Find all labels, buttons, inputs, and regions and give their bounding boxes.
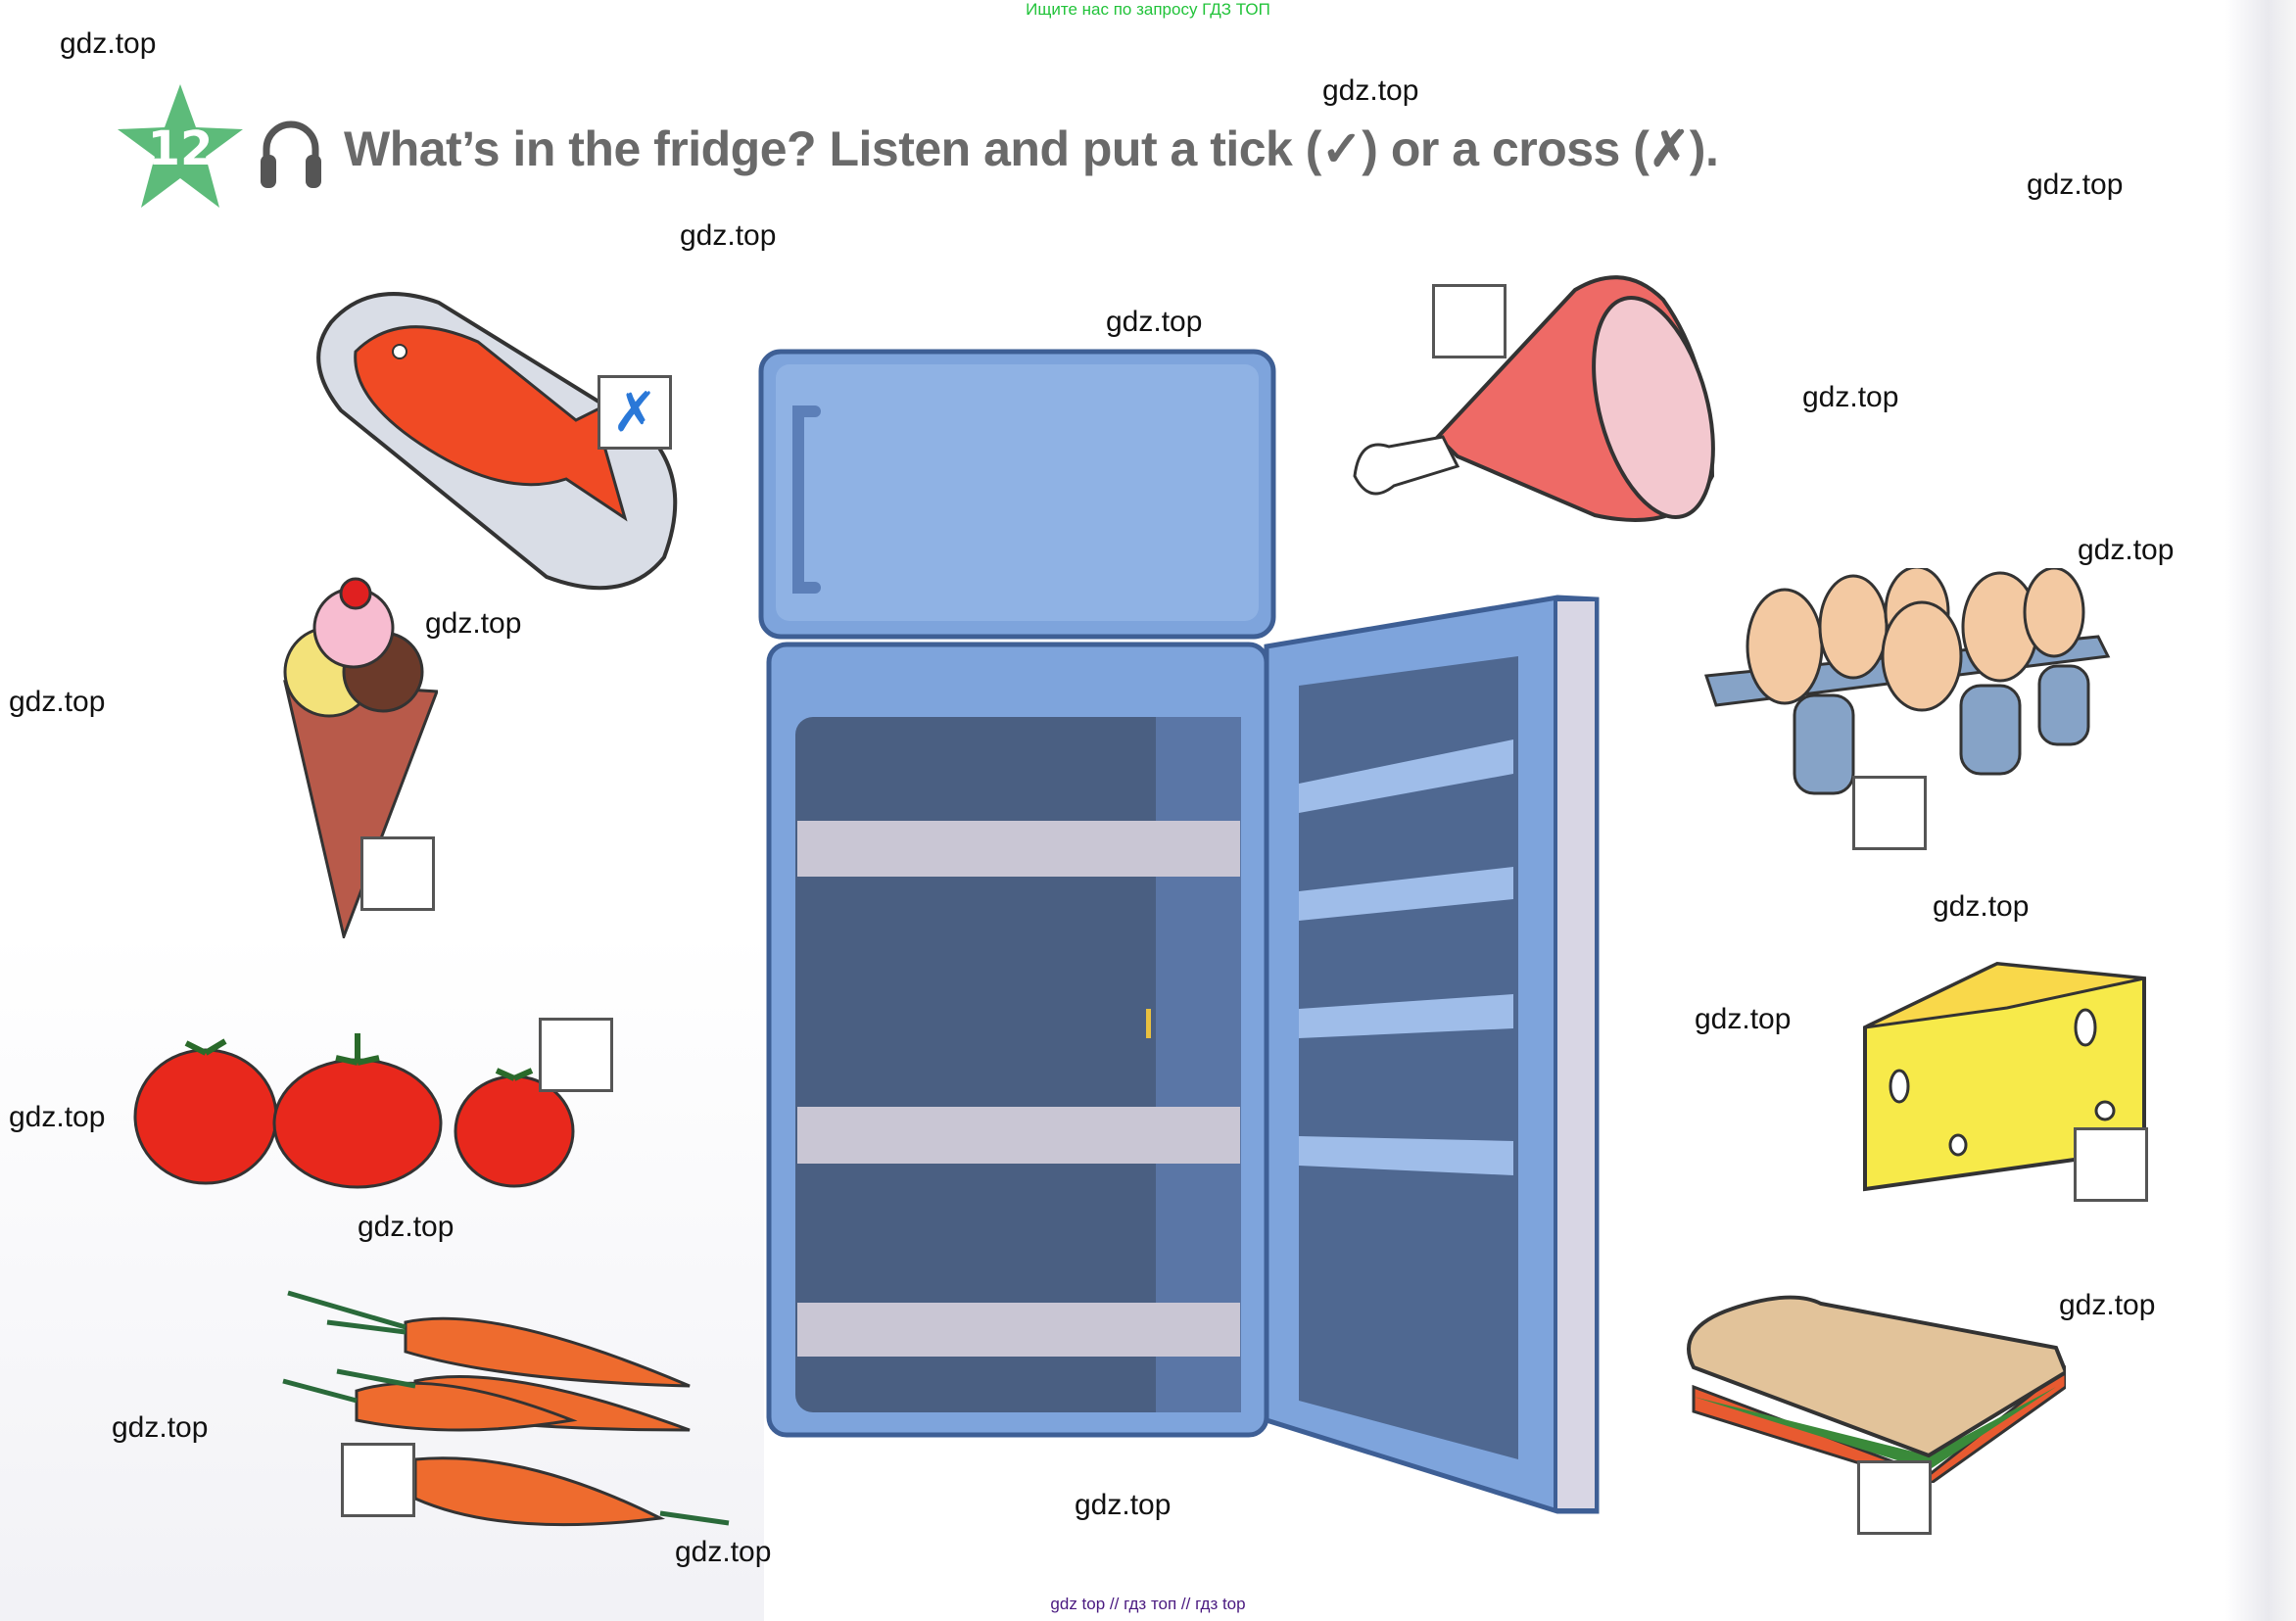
watermark: gdz.top [112, 1411, 209, 1444]
exercise-star-icon: 12 [118, 84, 243, 208]
watermark: gdz.top [675, 1536, 772, 1568]
fridge-illustration [758, 349, 1600, 1514]
ham-checkbox[interactable] [1432, 284, 1507, 358]
eggs-in-carton-illustration [1703, 568, 2111, 795]
cross-mark: ✗ [611, 380, 658, 445]
watermark: gdz.top [1322, 74, 1419, 107]
carrots-illustration [282, 1290, 730, 1527]
tomatoes-checkbox[interactable] [539, 1018, 613, 1092]
carrots-checkbox[interactable] [341, 1443, 415, 1517]
watermark: gdz.top [2078, 534, 2175, 566]
ice-cream-checkbox[interactable] [360, 836, 435, 911]
watermark: gdz.top [1106, 306, 1203, 338]
watermark: gdz.top [1695, 1003, 1792, 1035]
watermark: gdz.top [1933, 890, 2030, 923]
page-edge-shadow [2225, 0, 2296, 1621]
watermark: gdz.top [358, 1211, 454, 1243]
watermark: gdz.top [2027, 168, 2124, 201]
exercise-instruction: What’s in the fridge? Listen and put a t… [344, 121, 1719, 176]
watermark: gdz.top [1075, 1489, 1172, 1521]
footer-links[interactable]: gdz top // гдз топ // гдз top [1050, 1595, 1246, 1613]
watermark: gdz.top [1802, 381, 1899, 413]
watermark: gdz.top [425, 607, 522, 640]
watermark: gdz.top [9, 686, 106, 718]
watermark: gdz.top [9, 1101, 106, 1133]
eggs-checkbox[interactable] [1852, 776, 1927, 850]
fish-checkbox[interactable]: ✗ [598, 375, 672, 450]
cheese-checkbox[interactable] [2074, 1127, 2148, 1202]
headphones-icon[interactable] [257, 116, 325, 192]
ice-cream-illustration [283, 577, 438, 938]
fish-on-plate-illustration [316, 292, 678, 591]
ham-illustration [1353, 275, 1715, 522]
sandwich-checkbox[interactable] [1857, 1460, 1932, 1535]
exercise-number: 12 [148, 121, 214, 176]
watermark: gdz.top [60, 27, 157, 60]
watermark: gdz.top [2059, 1289, 2156, 1321]
watermark: gdz.top [680, 219, 777, 252]
top-banner[interactable]: Ищите нас по запросу ГДЗ ТОП [1026, 0, 1270, 19]
sandwich-illustration [1687, 1295, 2066, 1483]
tomatoes-illustration [133, 1033, 575, 1189]
